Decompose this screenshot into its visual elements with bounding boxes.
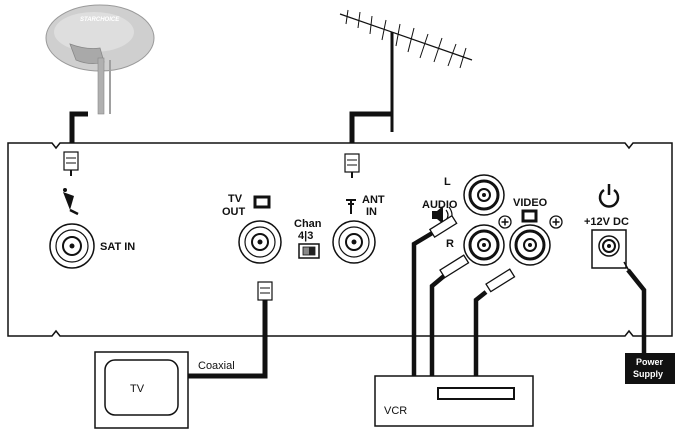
tv-coax-plug bbox=[257, 281, 273, 301]
audio-left-label: L bbox=[444, 176, 451, 188]
tv-coax-cable bbox=[186, 300, 268, 379]
ant-in-label-line2: IN bbox=[366, 206, 377, 218]
tv-out-label-line2: OUT bbox=[222, 206, 246, 218]
ant-in-port[interactable] bbox=[332, 153, 376, 264]
video-label: VIDEO bbox=[513, 197, 548, 209]
power-supply: Power Supply bbox=[625, 353, 675, 384]
tv-out-label-line1: TV bbox=[228, 193, 243, 205]
video-cable bbox=[473, 268, 516, 378]
chan-values-label: 4|3 bbox=[298, 230, 313, 242]
audio-right-label: R bbox=[446, 238, 454, 250]
antenna-icon bbox=[346, 199, 356, 214]
satellite-cable bbox=[69, 111, 88, 148]
video-display-icon bbox=[521, 209, 538, 223]
power-cable bbox=[623, 261, 647, 356]
power-label: +12V DC bbox=[584, 216, 629, 228]
ant-in-label-line1: ANT bbox=[362, 194, 385, 206]
audio-right-cable bbox=[429, 254, 470, 378]
tv-label: TV bbox=[130, 383, 145, 395]
power-supply-label-line2: Supply bbox=[633, 369, 663, 379]
dish-brand: STARCHOICE bbox=[80, 17, 120, 23]
plus-icon bbox=[549, 215, 563, 229]
audio-left-port[interactable] bbox=[463, 174, 505, 216]
audio-label: AUDIO bbox=[422, 199, 458, 211]
channel-switch[interactable] bbox=[298, 243, 320, 259]
chan-label: Chan bbox=[294, 218, 322, 230]
sat-in-port[interactable] bbox=[49, 151, 95, 269]
satellite-dish: STARCHOICE bbox=[45, 4, 155, 115]
plus-icon bbox=[498, 215, 512, 229]
satellite-dish-icon bbox=[63, 188, 79, 216]
video-port[interactable] bbox=[509, 224, 551, 266]
audio-left-cable bbox=[411, 214, 458, 378]
sat-in-label: SAT IN bbox=[100, 241, 135, 253]
coaxial-label: Coaxial bbox=[198, 360, 235, 372]
power-supply-label-line1: Power bbox=[636, 357, 664, 367]
vcr-label: VCR bbox=[384, 405, 407, 417]
audio-right-port[interactable] bbox=[463, 224, 505, 266]
television: TV bbox=[94, 351, 189, 429]
power-icon bbox=[598, 184, 620, 208]
power-jack[interactable] bbox=[591, 229, 627, 269]
display-icon bbox=[253, 195, 271, 209]
tv-out-port[interactable] bbox=[238, 220, 282, 264]
antenna-cable bbox=[349, 111, 392, 150]
vcr: VCR bbox=[374, 375, 534, 427]
